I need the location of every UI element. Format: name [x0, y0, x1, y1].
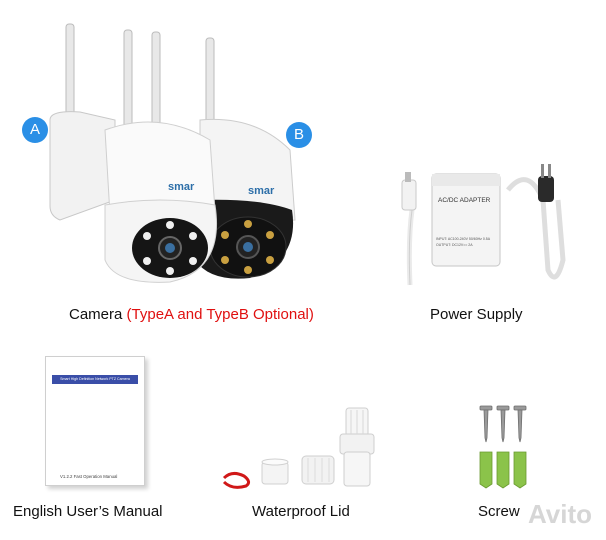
waterproof-lid-illustration	[222, 407, 375, 489]
manual-illustration: Smart High Definition Network PTZ Camera…	[45, 356, 145, 486]
brand-label-b: smar	[248, 185, 275, 197]
manual-banner: Smart High Definition Network PTZ Camera	[52, 375, 138, 384]
camera-illustration: smar smar	[49, 23, 296, 283]
watermark: Avito	[527, 499, 592, 529]
camera-caption-optional: (TypeA and TypeB Optional)	[126, 306, 314, 323]
manual-footer: V1.2.2 Fast Operation Manual	[60, 474, 118, 479]
badge-type-a: A	[22, 117, 48, 143]
adapter-label-title: AC/DC ADAPTER	[438, 197, 491, 204]
waterproof-lid-caption: Waterproof Lid	[252, 503, 350, 520]
badge-type-b: B	[286, 122, 312, 148]
camera-caption: Camera (TypeA and TypeB Optional)	[69, 306, 314, 323]
adapter-label-line2: OUTPUT: DC12V== 2A	[436, 243, 473, 247]
camera-caption-prefix: Camera	[69, 306, 127, 323]
manual-caption: English User’s Manual	[13, 503, 163, 520]
power-supply-illustration: AC/DC ADAPTER INPUT: AC100-240V 50/60Hz …	[401, 164, 566, 286]
power-supply-caption: Power Supply	[430, 306, 523, 323]
brand-label-a: smar	[168, 181, 195, 193]
adapter-label-line1: INPUT: AC100-240V 50/60Hz 0.5A	[436, 237, 491, 241]
screw-caption: Screw	[478, 503, 520, 520]
screws-illustration	[479, 405, 527, 489]
